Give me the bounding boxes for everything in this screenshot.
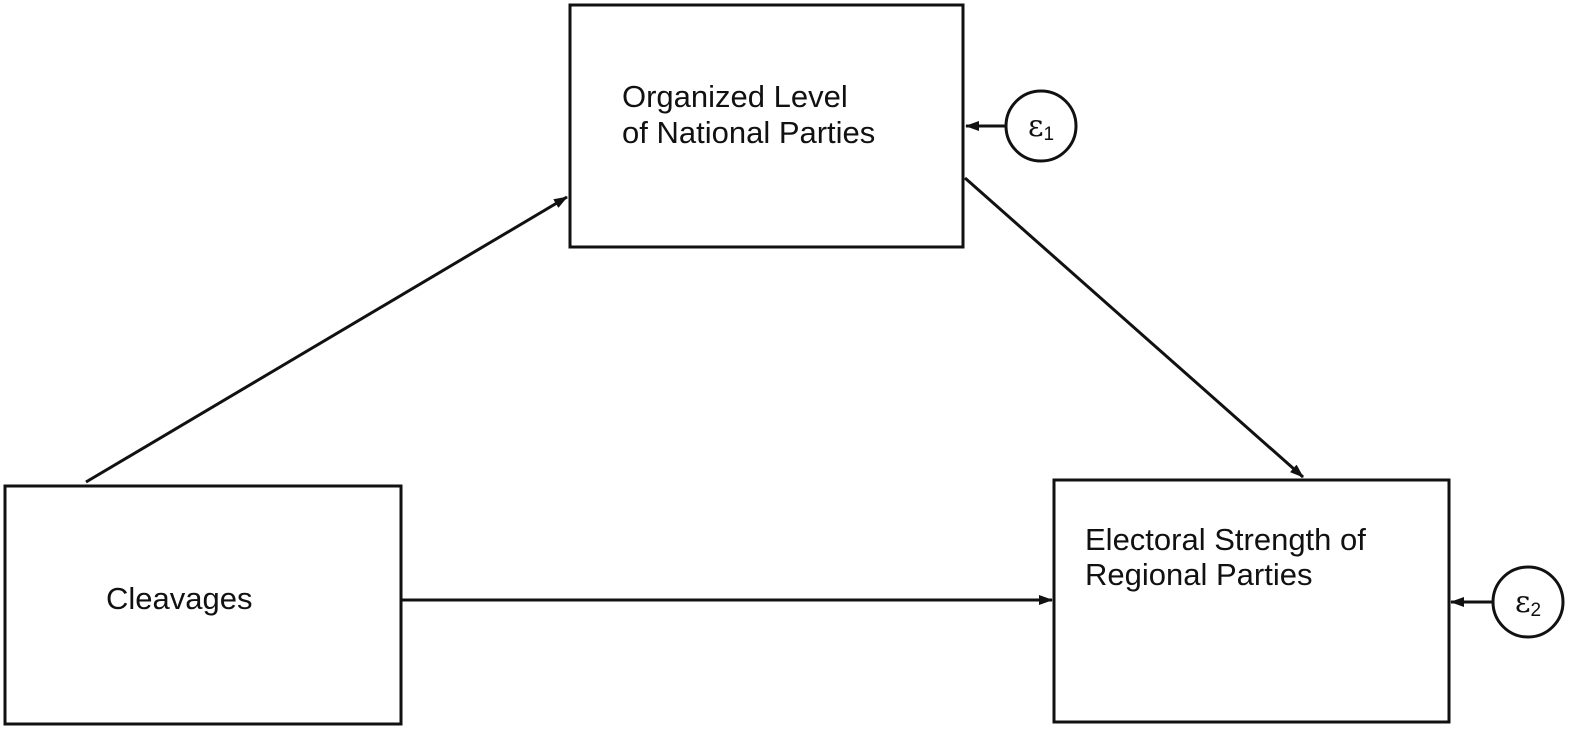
node-electoral-strength: Electoral Strength of Regional Parties	[1052, 478, 1451, 724]
node-organized-line2: of National Parties	[622, 115, 875, 150]
node-organized-line1: Organized Level	[622, 79, 848, 114]
error-e1-subscript: 1	[1043, 124, 1054, 145]
node-organized-level: Organized Level of National Parties	[568, 3, 965, 249]
edge-organized-to-electoral	[964, 176, 1304, 479]
node-cleavages: Cleavages	[3, 484, 403, 726]
error-e1-symbol: ε	[1028, 109, 1044, 144]
error-e1-label: ε1	[1028, 109, 1054, 145]
error-e2-symbol: ε	[1515, 585, 1531, 620]
error-e2-label: ε2	[1515, 585, 1541, 621]
node-electoral-line1: Electoral Strength of	[1085, 522, 1366, 557]
node-electoral-line2: Regional Parties	[1085, 557, 1312, 592]
error-term-e2: ε2	[1491, 565, 1565, 639]
edge-cleavages-to-organized	[85, 195, 568, 484]
error-term-e1: ε1	[1004, 89, 1078, 163]
node-cleavages-label: Cleavages	[106, 581, 252, 616]
error-e2-subscript: 2	[1530, 600, 1541, 621]
